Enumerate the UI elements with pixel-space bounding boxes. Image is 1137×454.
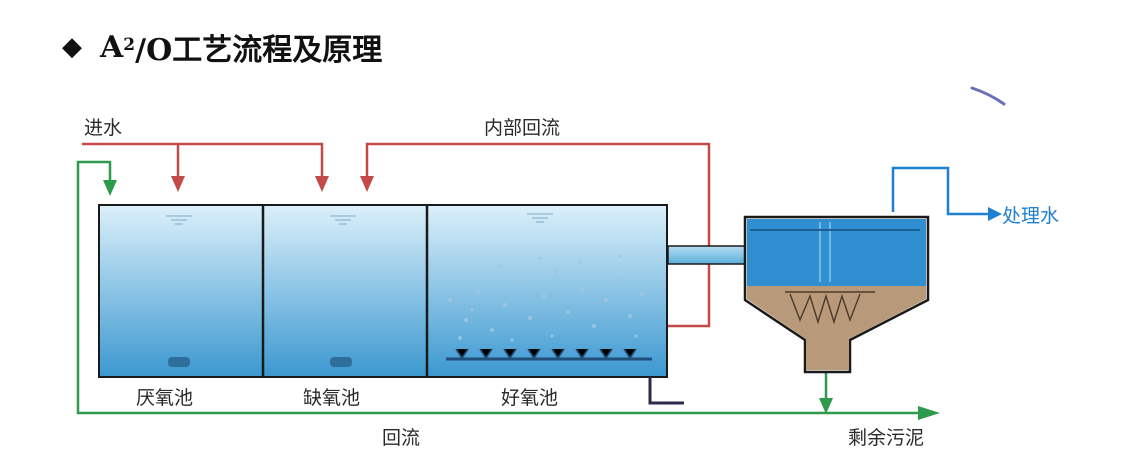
internal-recycle-arrow [360, 176, 374, 192]
tank-label-anoxic: 缺氧池 [303, 387, 360, 409]
secondary-clarifier [743, 215, 930, 374]
internal-recycle-label: 内部回流 [484, 117, 560, 139]
tank-label-anaerobic: 厌氧池 [136, 387, 193, 409]
title-superscript: 2 [123, 35, 136, 55]
diamond-bullet-icon: ◆ [62, 32, 82, 62]
tank-block [98, 204, 684, 405]
treated-water-label: 处理水 [1002, 205, 1059, 227]
tank-label-aerobic: 好氧池 [501, 387, 558, 409]
return-arrow-in [103, 180, 117, 196]
treated-water-line [891, 166, 1002, 221]
inlet-label: 进水 [84, 117, 122, 139]
excess-sludge-label: 剩余污泥 [848, 427, 924, 449]
title-rest: /O工艺流程及原理 [135, 33, 383, 68]
title-prefix: A [100, 29, 124, 65]
inlet-lines [82, 142, 711, 328]
return-flow-label: 回流 [382, 427, 420, 449]
decorative-arc [970, 86, 1006, 106]
excess-sludge-arrow [918, 406, 940, 420]
inlet-arrowheads [171, 176, 374, 192]
return-flow-lines [76, 160, 918, 415]
inlet-arrow-anoxic [315, 176, 329, 192]
connecting-pipe [667, 245, 753, 265]
sludge-down-arrow [819, 398, 833, 414]
return-flow-arrowheads [103, 180, 940, 420]
inlet-arrow-anaerobic [171, 176, 185, 192]
